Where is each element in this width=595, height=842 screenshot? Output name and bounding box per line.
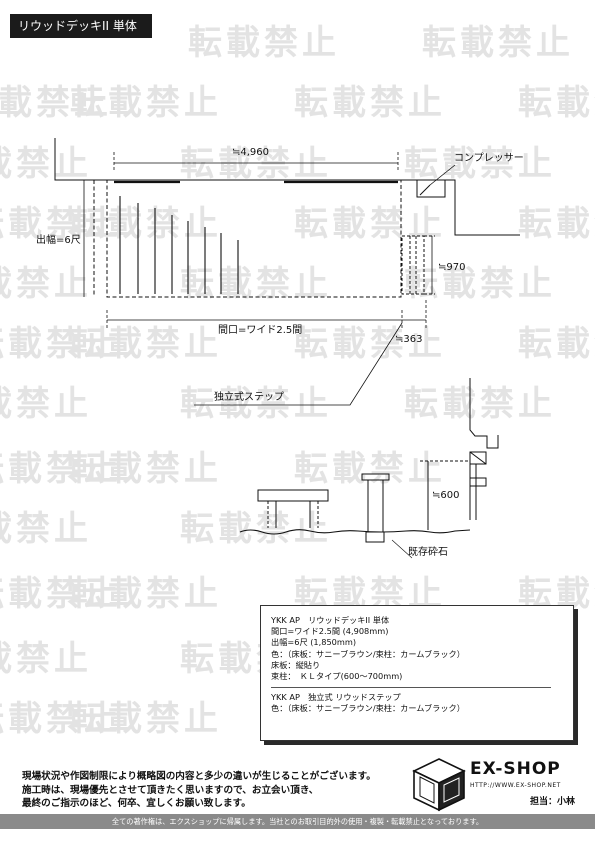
- width-dimension-label: ≒4,960: [232, 147, 269, 158]
- watermark-text: 転載禁止: [0, 699, 122, 739]
- step-label: 独立式ステップ: [214, 390, 284, 403]
- watermark-text: 転載禁止: [518, 83, 595, 123]
- watermark-text: 転載禁止: [404, 144, 556, 184]
- spec-line: 色：（床板：サニーブラウン/束柱：カームブラック）: [271, 703, 465, 714]
- copyright-footer: 全ての著作権は、エクスショップに帰属します。当社とのお取引目的外の使用・複製・転…: [0, 814, 595, 829]
- watermark-text: 転載禁止: [0, 509, 92, 549]
- deck-outline: [93, 179, 402, 298]
- spec-box: YKK AP リウッドデッキII 単体 間口=ワイド2.5間 (4,908mm)…: [260, 605, 574, 741]
- spec-line: YKK AP 独立式 リウッドステップ: [271, 692, 401, 703]
- compressor-leader: [429, 164, 456, 186]
- step-depth-label: ≒970: [438, 262, 465, 273]
- company-logo: EX-SHOP HTTP://WWW.EX-SHOP.NET 担当：小林: [412, 757, 582, 812]
- watermark-text: 転載禁止: [422, 23, 574, 63]
- watermark-text: 転載禁止: [0, 574, 122, 614]
- watermark-text: 転載禁止: [70, 324, 222, 364]
- notes: 現場状況や作図制限により概略図の内容と多少の違いが生じることがございます。 施工…: [22, 770, 402, 811]
- watermark-text: 転載禁止: [404, 384, 556, 424]
- watermark-text: 転載禁止: [70, 699, 222, 739]
- watermark-text: 転載禁止: [0, 449, 122, 489]
- watermark-text: 転載禁止: [180, 509, 332, 549]
- frontage-dimension: [106, 300, 427, 328]
- spec-line: 間口=ワイド2.5間 (4,908mm): [271, 626, 389, 637]
- cube-logo-icon: [412, 758, 466, 812]
- spec-divider: [271, 687, 551, 689]
- drawing-area: コンプレッサー ≒4,960 ≒970 出幅=6尺: [36, 138, 524, 559]
- logo-name: EX-SHOP: [470, 759, 561, 779]
- building-outline: [54, 138, 520, 236]
- watermark-text: 転載禁止: [0, 83, 112, 123]
- step-leader: [194, 322, 403, 406]
- watermark-text: 転載禁止: [518, 324, 595, 364]
- watermark-text: 転載禁止: [0, 204, 122, 244]
- watermark-text: 転載禁止: [0, 639, 92, 679]
- spec-line: 床板：縦貼り: [271, 659, 321, 670]
- watermark-text: 転載禁止: [404, 264, 556, 304]
- gravel-label: 既存砕石: [408, 545, 448, 558]
- watermark-text: 転載禁止: [70, 83, 222, 123]
- spec-line: YKK AP リウッドデッキII 単体: [271, 615, 390, 625]
- watermark-text: 転載禁止: [294, 204, 446, 244]
- note-line: 現場状況や作図制限により概略図の内容と多少の違いが生じることがございます。: [22, 771, 376, 782]
- depth-label: 出幅=6尺: [36, 233, 81, 246]
- watermark-text: 転載禁止: [180, 144, 332, 184]
- note-line: 最終のご指示のほど、何卒、宜しくお願い致します。: [22, 798, 251, 809]
- gravel-leader: [391, 539, 413, 559]
- watermark-text: 転載禁止: [70, 449, 222, 489]
- step-plan: [401, 235, 435, 295]
- spec-line: 出幅=6尺 (1,850mm): [271, 637, 357, 648]
- deck-posts: [119, 196, 239, 294]
- elevation-view: [257, 378, 499, 543]
- watermark-text: 転載禁止: [188, 23, 340, 63]
- deck-spec: YKK AP リウッドデッキII 単体 間口=ワイド2.5間 (4,908mm)…: [271, 615, 563, 682]
- compressor-label: コンプレッサー: [454, 152, 524, 164]
- watermark-text: 転載禁止: [70, 574, 222, 614]
- watermark-text: 転載禁止: [294, 324, 446, 364]
- watermark-text: 転載禁止: [180, 384, 332, 424]
- watermark-text: 転載禁止: [518, 204, 595, 244]
- compressor-icon: [416, 179, 446, 198]
- width-dimension: [113, 152, 399, 172]
- spec-line: 色：（床板：サニーブラウン/束柱：カームブラック）: [271, 648, 465, 659]
- ground-line: [239, 529, 471, 535]
- frontage-label: 間口=ワイド2.5間: [218, 324, 302, 336]
- note-line: 施工時は、現場優先とさせて頂きたく思いますので、お立会い頂き、: [22, 784, 319, 796]
- watermark-text: 転載禁止: [294, 83, 446, 123]
- watermark-text: 転載禁止: [0, 324, 122, 364]
- height-label: ≒600: [432, 490, 459, 501]
- logo-url: HTTP://WWW.EX-SHOP.NET: [470, 782, 561, 789]
- drawing-title: リウッドデッキII 単体: [10, 14, 152, 38]
- step-width-label: ≒363: [395, 334, 422, 345]
- watermark-text: 転載禁止: [0, 384, 92, 424]
- watermark-text: 転載禁止: [0, 144, 92, 184]
- step-spec: YKK AP 独立式 リウッドステップ 色：（床板：サニーブラウン/束柱：カーム…: [271, 692, 563, 714]
- watermark-text: 転載禁止: [70, 204, 222, 244]
- watermark-text: 転載禁止: [0, 264, 92, 304]
- spec-line: 束柱： ＫＬタイプ(600～700mm): [271, 671, 403, 682]
- staff-label: 担当：小林: [530, 797, 576, 807]
